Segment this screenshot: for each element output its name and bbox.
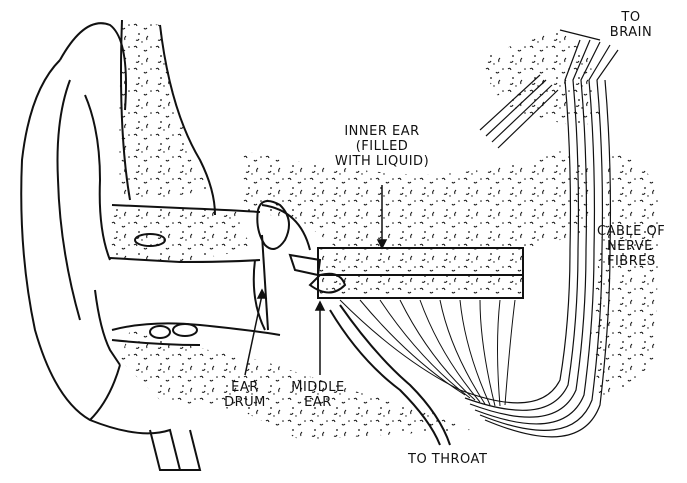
label-inner-ear-line-2: (FILLED: [318, 139, 446, 154]
label-middle-ear-line-1: MIDDLE: [278, 380, 358, 395]
label-inner-ear-line-3: WITH LIQUID): [318, 154, 446, 169]
label-cable-of-nerve-fibres: CABLE OF NERVE FIBRES: [597, 224, 685, 269]
label-cable-line-2: NERVE: [597, 239, 685, 254]
inner-ear-chamber: [318, 248, 523, 298]
label-middle-ear-line-2: EAR: [278, 395, 358, 410]
label-to-brain: TO BRAIN: [596, 10, 666, 40]
nerve-fibre-fan: [340, 300, 515, 406]
label-ear-drum-line-1: EAR: [216, 380, 274, 395]
label-middle-ear: MIDDLE EAR: [278, 380, 358, 410]
label-to-brain-line-1: TO: [596, 10, 666, 25]
label-inner-ear-line-1: INNER EAR: [318, 124, 446, 139]
label-ear-drum: EAR DRUM: [216, 380, 274, 410]
label-cable-line-3: FIBRES: [597, 254, 685, 269]
label-to-brain-line-2: BRAIN: [596, 25, 666, 40]
label-inner-ear: INNER EAR (FILLED WITH LIQUID): [318, 124, 446, 169]
label-to-throat: TO THROAT: [408, 452, 487, 467]
label-ear-drum-line-2: DRUM: [216, 395, 274, 410]
label-cable-line-1: CABLE OF: [597, 224, 685, 239]
ear-drum-membrane: [262, 235, 268, 330]
